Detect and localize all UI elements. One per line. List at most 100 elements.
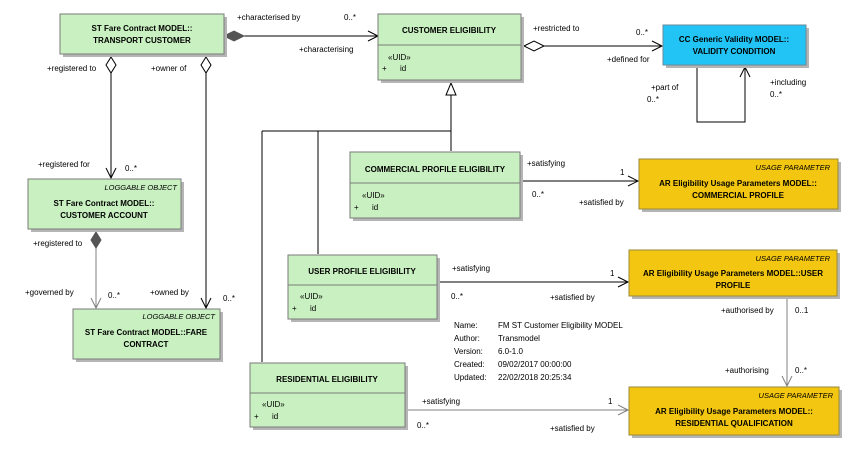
multiplicity-label: 0..* [223, 294, 235, 303]
role-label: +governed by [25, 288, 74, 297]
class-title-line2: CONTRACT [124, 340, 169, 349]
class-stereotype: USAGE PARAMETER [756, 163, 831, 172]
multiplicity-label: 1 [608, 397, 613, 406]
class-stereotype: LOGGABLE OBJECT [104, 183, 178, 192]
attr-name: id [400, 64, 406, 73]
multiplicity-label: 0..* [125, 164, 137, 173]
assoc-validity-self-loop [696, 67, 746, 123]
role-label: +characterised by [237, 13, 300, 22]
class-validity-condition[interactable]: CC Generic Validity MODEL:: VALIDITY CON… [662, 24, 809, 68]
role-label: +satisfying [422, 397, 460, 406]
meta-key-version: Version: [454, 347, 483, 356]
multiplicity-label: 0..* [344, 13, 356, 22]
attr-visibility: + [292, 304, 297, 313]
attr-name: id [310, 304, 316, 313]
role-label: +owner of [151, 64, 187, 73]
class-user-profile-eligibility[interactable]: USER PROFILE ELIGIBILITY «UID» + id [287, 254, 440, 322]
class-title: RESIDENTIAL ELIGIBILITY [276, 375, 378, 384]
role-label: +satisfied by [550, 293, 595, 302]
diagram-metadata: Name: FM ST Customer Eligibility MODEL A… [454, 321, 623, 382]
aggregation-diamond-registered [105, 56, 117, 74]
composition-diamond-characterised [222, 30, 246, 42]
class-title-line1: ST Fare Contract MODEL:: [92, 24, 193, 33]
class-customer-account[interactable]: LOGGABLE OBJECT ST Fare Contract MODEL::… [27, 178, 184, 232]
assoc-restricted-arrow [651, 40, 664, 52]
meta-key-created: Created: [454, 360, 485, 369]
attr-name: id [372, 203, 378, 212]
class-commercial-profile[interactable]: USAGE PARAMETER AR Eligibility Usage Par… [638, 158, 841, 212]
multiplicity-label: 0..* [795, 366, 807, 375]
role-label: +registered to [47, 64, 97, 73]
role-label: +satisfying [527, 159, 565, 168]
meta-value-updated: 22/02/2018 20:25:34 [498, 373, 572, 382]
class-title-line1: ST Fare Contract MODEL::FARE [85, 328, 208, 337]
multiplicity-label: 0..* [108, 291, 120, 300]
attr-stereotype: «UID» [300, 292, 323, 301]
class-user-profile[interactable]: USAGE PARAMETER AR Eligibility Usage Par… [628, 249, 840, 299]
association-labels: +characterised by 0..* +characterising +… [25, 13, 809, 433]
meta-value-author: Transmodel [498, 334, 540, 343]
class-title-line1: AR Eligibility Usage Parameters MODEL:: [659, 179, 817, 188]
role-label: +satisfied by [550, 424, 595, 433]
class-stereotype: USAGE PARAMETER [756, 254, 831, 263]
meta-key-name: Name: [454, 321, 478, 330]
assoc-governed-arrow [90, 297, 102, 310]
role-label: +registered to [33, 239, 83, 248]
class-title-line1: AR Eligibility Usage Parameters MODEL::U… [643, 269, 823, 278]
role-label: +defined for [607, 55, 650, 64]
class-title: CUSTOMER ELIGIBILITY [402, 26, 497, 35]
attr-visibility: + [354, 203, 359, 212]
assoc-satisfy-commercial-arrow [627, 175, 640, 187]
class-customer-eligibility[interactable]: CUSTOMER ELIGIBILITY «UID» + id [377, 13, 524, 83]
multiplicity-label: 0..* [770, 90, 782, 99]
role-label: +authorising [725, 366, 769, 375]
generalization-triangle [445, 81, 457, 96]
multiplicity-label: 0..* [417, 421, 429, 430]
role-label: +satisfied by [579, 198, 624, 207]
class-title: USER PROFILE ELIGIBILITY [308, 267, 416, 276]
aggregation-diamond-owner [200, 56, 212, 74]
assoc-authorise-arrow [781, 375, 793, 388]
role-label: +registered for [38, 160, 90, 169]
meta-value-version: 6.0-1.0 [498, 347, 523, 356]
class-title-line1: AR Eligibility Usage Parameters MODEL:: [655, 407, 813, 416]
assoc-satisfy-user-arrow [617, 276, 630, 288]
multiplicity-label: 0..* [647, 95, 659, 104]
assoc-satisfy-residential-arrow [617, 404, 630, 416]
class-title: COMMERCIAL PROFILE ELIGIBILITY [365, 165, 506, 174]
attr-visibility: + [254, 412, 259, 421]
class-title-line2: COMMERCIAL PROFILE [692, 191, 785, 200]
class-residential-qualification[interactable]: USAGE PARAMETER AR Eligibility Usage Par… [628, 386, 842, 438]
role-label: +owned by [150, 288, 189, 297]
meta-value-name: FM ST Customer Eligibility MODEL [498, 321, 623, 330]
aggregation-diamond-restricted [522, 40, 546, 52]
attr-visibility: + [382, 64, 387, 73]
meta-value-created: 09/02/2017 00:00:00 [498, 360, 572, 369]
role-label: +characterising [299, 45, 353, 54]
class-fare-contract[interactable]: LOGGABLE OBJECT ST Fare Contract MODEL::… [72, 308, 223, 362]
attr-stereotype: «UID» [388, 53, 411, 62]
role-label: +part of [651, 83, 679, 92]
class-transport-customer[interactable]: ST Fare Contract MODEL:: TRANSPORT CUSTO… [59, 13, 227, 57]
role-label: +authorised by [721, 306, 774, 315]
multiplicity-label: 0..* [636, 28, 648, 37]
attr-stereotype: «UID» [262, 400, 285, 409]
multiplicity-label: 0..* [451, 292, 463, 301]
assoc-owner-arrow [200, 297, 212, 310]
class-title-line2: PROFILE [716, 281, 751, 290]
role-label: +restricted to [533, 24, 580, 33]
class-title-line2: RESIDENTIAL QUALIFICATION [675, 419, 793, 428]
role-label: +including [770, 78, 806, 87]
class-stereotype: LOGGABLE OBJECT [142, 312, 216, 321]
class-title-line2: VALIDITY CONDITION [693, 47, 776, 56]
class-commercial-profile-eligibility[interactable]: COMMERCIAL PROFILE ELIGIBILITY «UID» + i… [349, 151, 523, 221]
composition-diamond-governed [90, 231, 102, 249]
class-stereotype: USAGE PARAMETER [759, 391, 834, 400]
class-residential-eligibility[interactable]: RESIDENTIAL ELIGIBILITY «UID» + id [249, 362, 408, 430]
meta-key-author: Author: [454, 334, 480, 343]
attr-stereotype: «UID» [362, 191, 385, 200]
multiplicity-label: 0..* [532, 190, 544, 199]
multiplicity-label: 1 [610, 269, 615, 278]
class-title-line1: CC Generic Validity MODEL:: [679, 35, 789, 44]
